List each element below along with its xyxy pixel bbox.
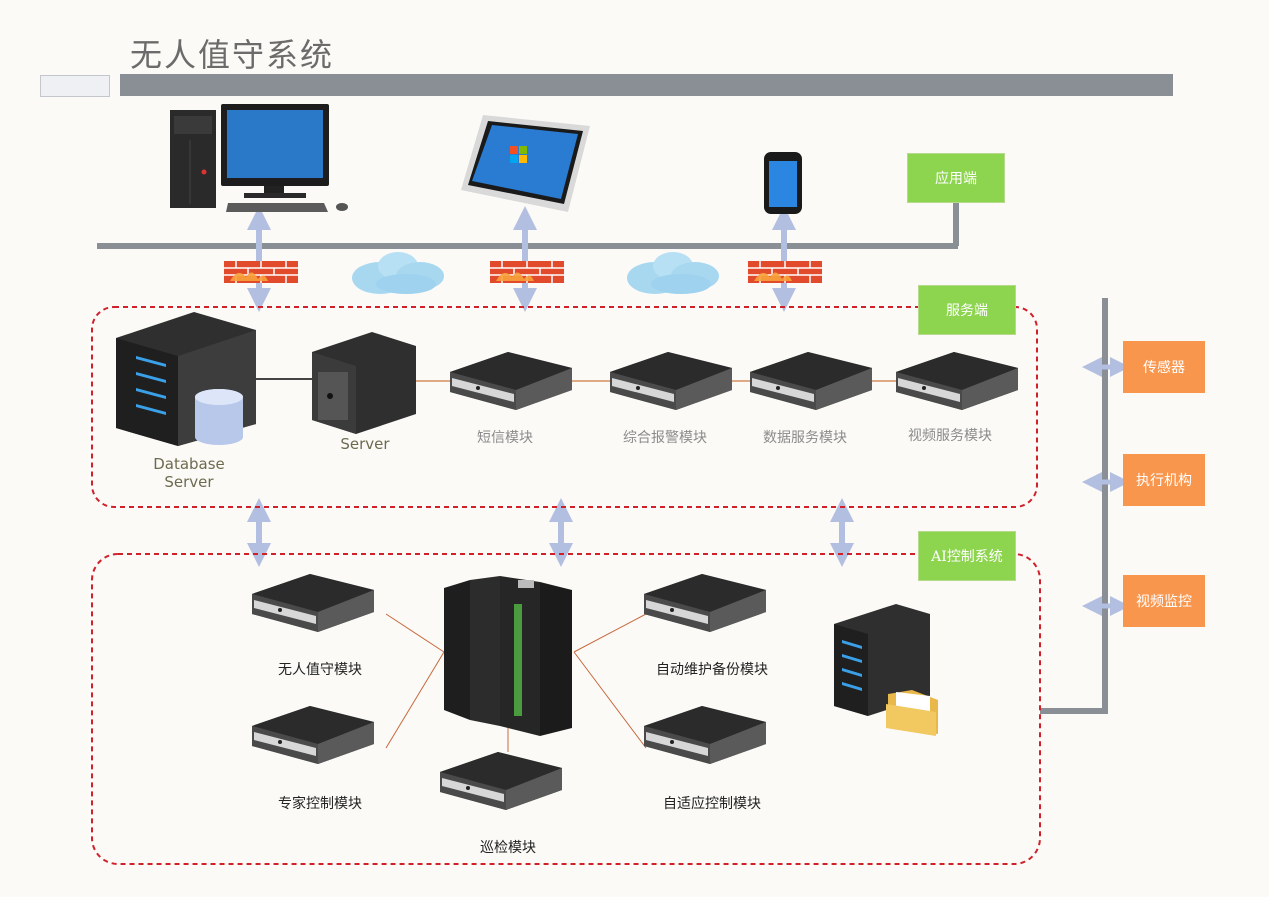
- firewall-icon: [489, 260, 565, 284]
- tablet-icon: [461, 115, 590, 212]
- ai-tier-tag: AI控制系统: [918, 531, 1016, 581]
- auto-backup-module-icon: [644, 574, 766, 632]
- server-icon: [312, 332, 416, 434]
- firewall-icon: [747, 260, 823, 284]
- data-service-module-icon: [750, 352, 872, 410]
- database-server-label: Database Server: [153, 455, 225, 491]
- video-service-module-label: 视频服务模块: [908, 428, 992, 444]
- alarm-module-label: 综合报警模块: [623, 430, 707, 446]
- actuator-tag: 执行机构: [1123, 454, 1205, 506]
- firewall-icon: [223, 260, 299, 284]
- data-service-module-label: 数据服务模块: [763, 430, 847, 446]
- desktop-computer-icon: [170, 104, 348, 212]
- adaptive-control-module-icon: [644, 706, 766, 764]
- inspection-module-icon: [440, 752, 562, 810]
- link: [573, 651, 647, 749]
- unattended-module-icon: [252, 574, 374, 632]
- service-tier-tag: 服务端: [918, 285, 1016, 335]
- video-monitor-tag: 视频监控: [1123, 575, 1205, 627]
- ai-tier-border: [91, 553, 1041, 865]
- app-tier-tag: 应用端: [907, 153, 1005, 203]
- server-label: Server: [340, 435, 390, 453]
- inspection-module-label: 巡检模块: [480, 840, 536, 856]
- expert-control-module-icon: [252, 706, 374, 764]
- cloud-icon: [627, 252, 719, 294]
- adaptive-control-module-label: 自适应控制模块: [663, 796, 761, 812]
- file-server-icon: [834, 604, 938, 736]
- alarm-module-icon: [610, 352, 732, 410]
- expert-control-module-label: 专家控制模块: [278, 796, 362, 812]
- title-marker-box: [40, 75, 110, 97]
- link: [385, 613, 445, 653]
- page-title: 无人值守系统: [130, 36, 335, 74]
- mainframe-icon: [444, 576, 572, 736]
- service-tier-border: [91, 306, 1038, 508]
- video-service-module-icon: [896, 352, 1018, 410]
- title-bar: [120, 74, 1173, 96]
- database-server-icon: [116, 312, 256, 446]
- sms-module-label: 短信模块: [477, 430, 533, 446]
- auto-backup-module-label: 自动维护备份模块: [656, 662, 768, 678]
- link: [573, 613, 647, 653]
- link: [385, 651, 445, 749]
- phone-icon: [764, 152, 802, 214]
- sms-module-icon: [450, 352, 572, 410]
- sensor-tag: 传感器: [1123, 341, 1205, 393]
- unattended-module-label: 无人值守模块: [278, 662, 362, 678]
- cloud-icon: [352, 252, 444, 294]
